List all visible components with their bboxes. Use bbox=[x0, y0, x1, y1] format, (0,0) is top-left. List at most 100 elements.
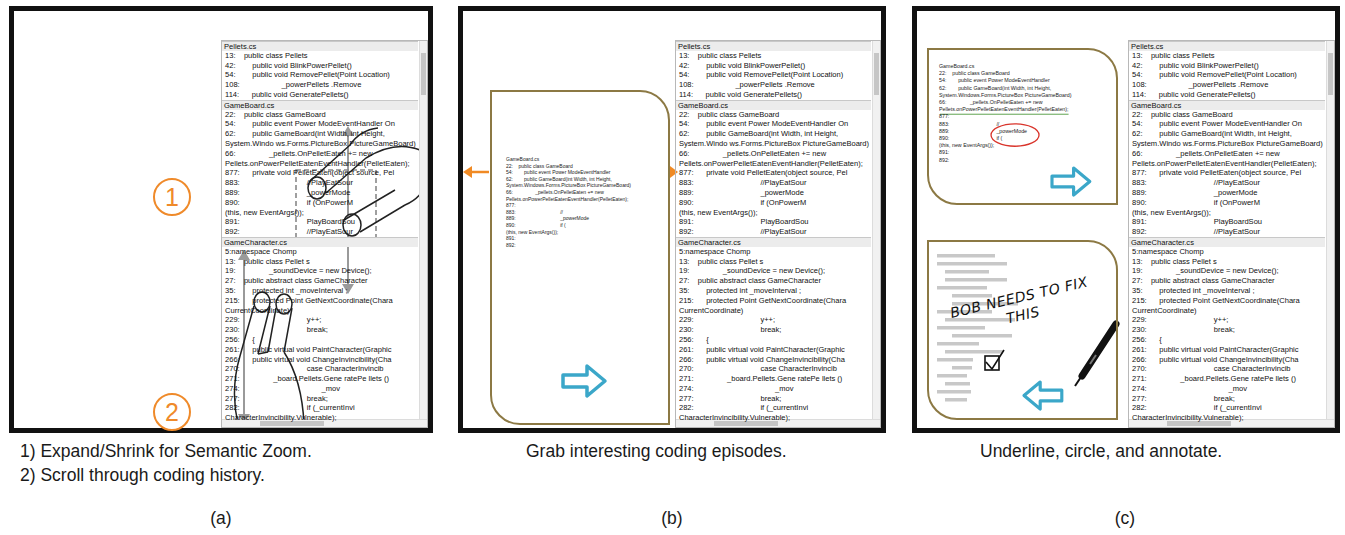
code-line: 54: public event Power ModeEventHandler bbox=[939, 77, 1050, 84]
code-line: 229: y++; bbox=[1129, 315, 1228, 325]
code-line: 892: //PlayEatSour bbox=[1129, 227, 1260, 237]
code-line: 892: //PlayEatSour bbox=[222, 227, 353, 237]
code-line: 256: { bbox=[1129, 335, 1162, 345]
code-line: Pellets.onPowerPelletEatenEventHandler(P… bbox=[506, 196, 628, 203]
code-line: 66: _pellets.OnPelletEaten += new bbox=[939, 99, 1043, 106]
code-line: 889: _powerMode bbox=[939, 128, 1027, 135]
code-section: GameCharacter.cs5:namespace Chomp13: pub… bbox=[1129, 237, 1325, 423]
code-line: 261: public virtual void PaintCharacter(… bbox=[676, 345, 845, 355]
code-line: 271: _board.Pellets.Gene ratePe llets () bbox=[676, 374, 842, 384]
code-window: Pellets.cs13: public class Pellets42: pu… bbox=[1128, 40, 1335, 428]
code-line: 277: break; bbox=[676, 394, 781, 404]
code-line: 108: _powerPellets .Remove bbox=[1129, 80, 1268, 90]
code-line: 114: public void GeneratePellets() bbox=[1129, 90, 1256, 100]
code-line: 261: public virtual void PaintCharacter(… bbox=[1129, 345, 1299, 355]
code-line: 54: public event Power ModeEventHandler … bbox=[1129, 119, 1302, 129]
code-line: 5:namespace Chomp bbox=[676, 247, 750, 257]
mini-code: GameBoard.cs22: public class GameBoard54… bbox=[939, 63, 1071, 164]
code-line: 54: public void RemovePellet(Point Locat… bbox=[676, 70, 843, 80]
file-header: GameBoard.cs bbox=[939, 63, 974, 70]
code-line: System.Windo ws.Forms.PictureBox Picture… bbox=[1129, 139, 1323, 149]
code-section: Pellets.cs13: public class Pellets42: pu… bbox=[676, 41, 871, 100]
scroll-thumb bbox=[421, 53, 426, 95]
code-line: 889: _powerMode bbox=[1129, 188, 1257, 198]
code-line: Pellets.onPowerPelletEatenEventHandler(P… bbox=[676, 159, 863, 169]
code-line: Pellets.onPowerPelletEatenEventHandler(P… bbox=[939, 106, 1069, 113]
code-line: System.Windo ws.Forms.PictureBox Picture… bbox=[222, 139, 416, 149]
blurred-code bbox=[937, 254, 1018, 402]
caption-text: Grab interesting coding episodes. bbox=[526, 441, 787, 462]
code-line: 266: public virtual void ChangeInvincibi… bbox=[222, 355, 392, 365]
code-section: Pellets.cs13: public class Pellets42: pu… bbox=[1129, 41, 1325, 100]
code-line: CharacterInvincibility.Vulnerable); bbox=[676, 413, 790, 423]
code-content: Pellets.cs13: public class Pellets42: pu… bbox=[676, 41, 871, 419]
code-line: 22: public class GameBoard bbox=[506, 163, 573, 170]
caption-text: 1) Expand/Shrink for Semantic Zoom. bbox=[20, 441, 312, 462]
code-line: 13: public class Pellet s bbox=[222, 257, 310, 267]
code-line: CharacterInvincibility.Vulnerable); bbox=[222, 413, 337, 423]
scroll-thumb bbox=[1328, 53, 1333, 95]
code-line: 892: bbox=[506, 242, 516, 249]
code-line: 270: case CharacterInvincib bbox=[1129, 364, 1291, 374]
code-line: 270: case CharacterInvincib bbox=[222, 364, 384, 374]
code-line: 35: protected int _moveInterval ; bbox=[676, 286, 801, 296]
blue-arrow bbox=[1024, 382, 1062, 409]
blue-arrow bbox=[1052, 168, 1090, 195]
code-line: 42: public void BlinkPowerPellet() bbox=[222, 61, 352, 71]
checkbox bbox=[985, 350, 1004, 370]
code-line: 54: public event Power ModeEventHandler … bbox=[676, 119, 848, 129]
code-line: 229: y++; bbox=[222, 315, 321, 325]
code-line: 62: public GameBoard(int Width, int Heig… bbox=[506, 176, 612, 183]
code-line: 883: // bbox=[939, 121, 999, 128]
code-line: 13: public class Pellets bbox=[222, 51, 308, 61]
code-line: 66: _pellets.OnPelletEaten += new bbox=[1129, 149, 1280, 159]
code-line: 877: bbox=[506, 202, 516, 209]
code-line: 891: PlayBoardSou bbox=[1129, 217, 1262, 227]
code-line: 256: { bbox=[222, 335, 255, 345]
code-line: 66: _pellets.OnPelletEaten += new bbox=[506, 189, 604, 196]
code-line: 54: public event Power ModeEventHandler bbox=[506, 169, 611, 176]
code-line: 114: public void GeneratePellets() bbox=[222, 90, 349, 100]
code-line: 54: public event Power ModeEventHandler … bbox=[222, 119, 395, 129]
code-line: 22: public class GameBoard bbox=[939, 70, 1010, 77]
code-line: 892: //PlayEatSour bbox=[676, 227, 806, 237]
code-line: 889: _powerMode bbox=[506, 215, 589, 222]
code-line: 66: _pellets.OnPelletEaten += new bbox=[676, 149, 826, 159]
code-line: 5:namespace Chomp bbox=[1129, 247, 1204, 257]
handwritten-note: BOB NEEDS TO FIX THIS bbox=[933, 269, 1109, 343]
code-line: System.Windows.Forms.PictureBox PictureG… bbox=[939, 92, 1071, 99]
code-line: 108: _powerPellets .Remove bbox=[222, 80, 361, 90]
caption-text: 2) Scroll through coding history. bbox=[20, 465, 265, 486]
code-line: 883: //PlayEatSour bbox=[676, 178, 806, 188]
file-header: GameCharacter.cs bbox=[676, 237, 871, 247]
code-section: GameCharacter.cs5:namespace Chomp13: pub… bbox=[222, 237, 418, 423]
pen bbox=[1075, 324, 1116, 386]
code-line: 230: break; bbox=[1129, 325, 1235, 335]
code-line: 877: bbox=[939, 113, 949, 120]
code-line: 271: _board.Pellets.Gene ratePe llets () bbox=[222, 374, 389, 384]
code-line: 27: public abstract class GameCharacter bbox=[222, 276, 368, 286]
code-line: 62: public GameBoard(int Width, int Heig… bbox=[939, 85, 1051, 92]
caption-text: Underline, circle, and annotate. bbox=[980, 441, 1222, 462]
code-line: 62: public GameBoard(int Width, int Heig… bbox=[1129, 129, 1292, 139]
code-line: 19: _soundDevice = new Device(); bbox=[1129, 266, 1279, 276]
code-line: (this, new EventArgs()); bbox=[222, 208, 304, 218]
code-line: 891: PlayBoardSou bbox=[222, 217, 355, 227]
code-line: (this, new EventArgs()); bbox=[939, 142, 994, 149]
code-line: 282: if (_currentInvi bbox=[1129, 403, 1262, 413]
code-line: CurrentCoordinate) bbox=[222, 306, 290, 316]
code-line: 256: { bbox=[676, 335, 709, 345]
code-line: 54: public void RemovePellet(Point Locat… bbox=[1129, 70, 1297, 80]
callout-circle: 2 bbox=[153, 393, 191, 431]
code-line: 42: public void BlinkPowerPellet() bbox=[1129, 61, 1259, 71]
code-line: 261: public virtual void PaintCharacter(… bbox=[222, 345, 392, 355]
code-line: 13: public class Pellet s bbox=[1129, 257, 1217, 267]
episode-card: GameBoard.cs22: public class GameBoard54… bbox=[490, 90, 670, 425]
code-line: 22: public class GameBoard bbox=[676, 110, 779, 120]
code-line: 27: public abstract class GameCharacter bbox=[1129, 276, 1275, 286]
code-section: GameBoard.cs22: public class GameBoard54… bbox=[1129, 100, 1325, 237]
callout-number: 1 bbox=[165, 185, 179, 210]
code-line: 230: break; bbox=[676, 325, 781, 335]
code-line: 230: break; bbox=[222, 325, 328, 335]
code-line: 215: protected Point GetNextCoordinate(C… bbox=[222, 296, 393, 306]
